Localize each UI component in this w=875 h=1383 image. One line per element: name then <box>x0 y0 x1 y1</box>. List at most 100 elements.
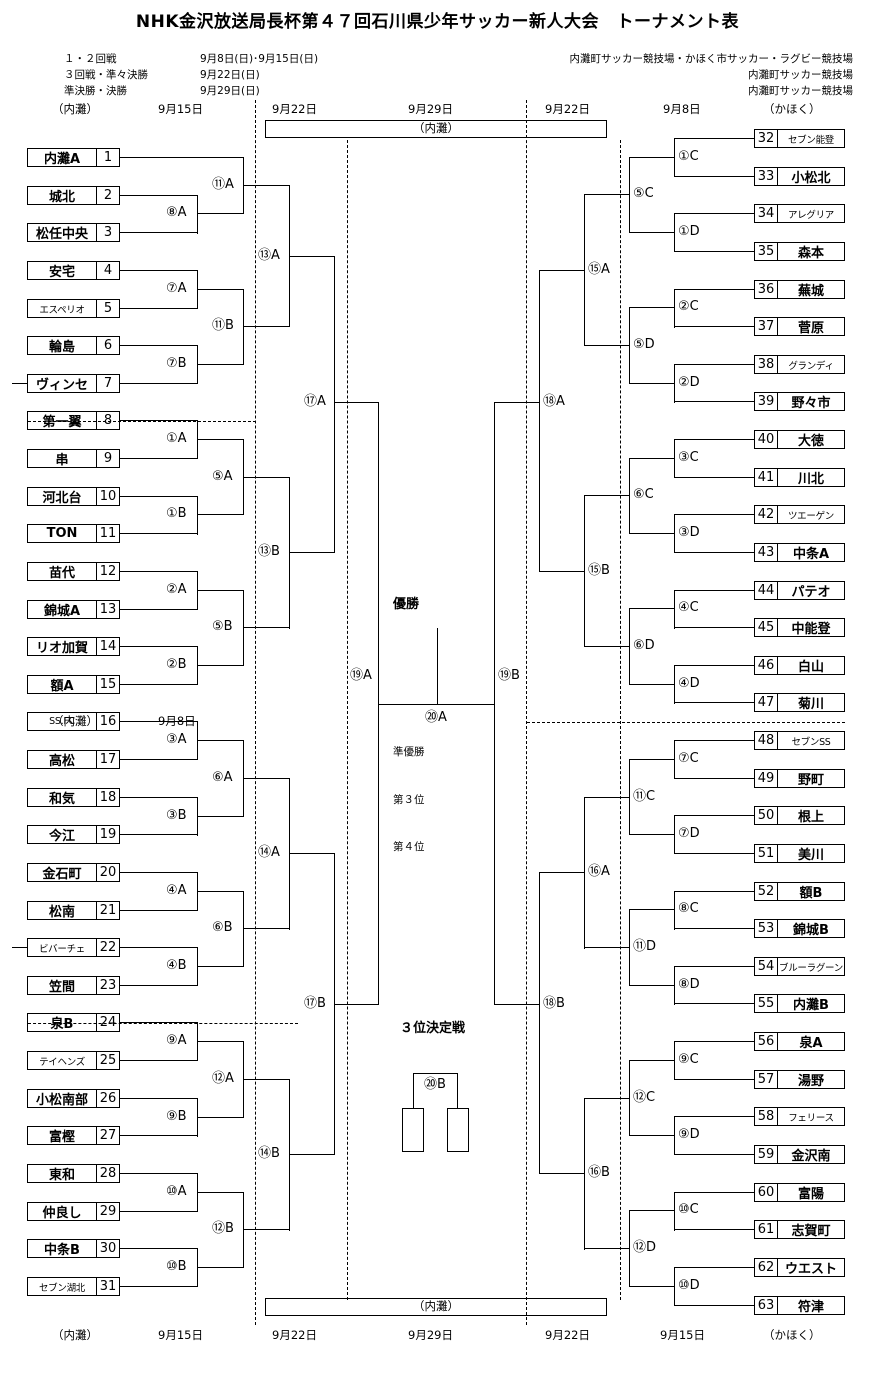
bracket-line <box>197 439 244 440</box>
bracket-line <box>197 590 244 591</box>
team-name: 森本 <box>777 242 845 261</box>
team-name: ブルーラグーン <box>777 957 845 976</box>
team-name: 中条B <box>27 1239 97 1258</box>
match-label: ⑦C <box>678 751 699 766</box>
schedule-venue-2: 内灘町サッカー競技場 <box>748 69 853 81</box>
bracket-line <box>629 985 675 986</box>
bracket-line <box>120 308 198 309</box>
header-bottom-date-3: 9月29日 <box>408 1328 453 1342</box>
team-name: 河北台 <box>27 487 97 506</box>
team-number: 63 <box>754 1296 778 1315</box>
bracket-line <box>629 759 675 760</box>
team-name: 松南 <box>27 901 97 920</box>
team-number: 53 <box>754 919 778 938</box>
team-number: 10 <box>96 487 120 506</box>
bracket-line <box>120 797 198 798</box>
match-label: ⑰B <box>304 996 326 1011</box>
bracket-line <box>197 966 244 967</box>
bracket-line <box>629 909 675 910</box>
team-number: 23 <box>96 976 120 995</box>
header-mid-venue: （内灘） <box>52 714 98 728</box>
team-number: 14 <box>96 637 120 656</box>
bracket-line <box>243 289 244 365</box>
bracket-line <box>629 1060 675 1061</box>
team-name: 泉A <box>777 1032 845 1051</box>
team-name: グランディ <box>777 355 845 374</box>
team-name: 内灘B <box>777 994 845 1013</box>
bracket-line <box>674 552 755 553</box>
team-number: 54 <box>754 957 778 976</box>
bracket-line <box>674 1154 755 1155</box>
final-connector <box>437 628 438 704</box>
team-number: 13 <box>96 600 120 619</box>
bracket-line <box>584 797 630 798</box>
team-number: 21 <box>96 901 120 920</box>
header-bottom-date-2: 9月22日 <box>272 1328 317 1342</box>
team-name: ビバーチェ <box>27 938 97 957</box>
match-label: ④A <box>166 883 187 898</box>
team-name: 錦城A <box>27 600 97 619</box>
bracket-line <box>629 533 675 534</box>
third-bracket-line <box>413 1073 457 1074</box>
team-number: 1 <box>96 148 120 167</box>
match-label: ⑫D <box>633 1240 657 1255</box>
match-label: ⑧A <box>166 205 187 220</box>
bracket-line <box>539 1173 585 1174</box>
team-number: 37 <box>754 317 778 336</box>
team-number: 27 <box>96 1126 120 1145</box>
match-label: ⑤B <box>212 619 233 634</box>
third-match-label: ⑳B <box>424 1077 446 1092</box>
match-label: ⑩B <box>166 1259 187 1274</box>
bracket-line <box>12 383 28 384</box>
team-number: 52 <box>754 882 778 901</box>
match-label: ⑭A <box>258 845 280 860</box>
header-bottom-venue-right: （かほく） <box>763 1328 821 1342</box>
team-number: 32 <box>754 129 778 148</box>
match-label: ①B <box>166 506 187 521</box>
bracket-line <box>674 1267 755 1268</box>
header-top-date-3: 9月29日 <box>408 102 453 116</box>
match-label: ⑯B <box>588 1165 610 1180</box>
team-number: 19 <box>96 825 120 844</box>
match-label: ④C <box>678 600 699 615</box>
team-number: 61 <box>754 1220 778 1239</box>
bracket-line <box>584 345 630 346</box>
third-label: 第３位 <box>393 794 425 806</box>
match-label: ⑨C <box>678 1052 699 1067</box>
bracket-line <box>494 402 540 403</box>
final-bracket-line <box>378 704 494 705</box>
bracket-line <box>197 740 244 741</box>
bracket-line <box>674 439 755 440</box>
bracket-line <box>674 1192 755 1193</box>
bracket-line <box>674 514 755 515</box>
team-number: 12 <box>96 562 120 581</box>
team-name: 白山 <box>777 656 845 675</box>
winner-label: 優勝 <box>393 597 420 612</box>
bracket-line <box>289 1079 290 1231</box>
bracket-line <box>674 891 675 930</box>
team-name: 額A <box>27 675 97 694</box>
team-name: 今江 <box>27 825 97 844</box>
team-name: リオ加賀 <box>27 637 97 656</box>
team-name: 金沢南 <box>777 1145 845 1164</box>
team-number: 26 <box>96 1089 120 1108</box>
bracket-line <box>629 1286 675 1287</box>
team-number: 2 <box>96 186 120 205</box>
bracket-line <box>120 834 198 835</box>
match-label: ⑲A <box>350 668 372 683</box>
bracket-line <box>120 985 198 986</box>
bracket-line <box>629 307 675 308</box>
bracket-line <box>674 176 755 177</box>
bracket-line <box>674 702 755 703</box>
page-title: NHK金沢放送局長杯第４７回石川県少年サッカー新人大会 トーナメント表 <box>135 12 740 32</box>
team-number: 35 <box>754 242 778 261</box>
match-label: ⑯A <box>588 864 610 879</box>
match-label: ⑩D <box>678 1278 700 1293</box>
match-label: ⑥C <box>633 487 654 502</box>
team-name: 輪島 <box>27 336 97 355</box>
match-label: ⑦A <box>166 281 187 296</box>
match-label: ⑪B <box>212 318 234 333</box>
bracket-line <box>120 684 198 685</box>
bracket-line <box>674 1079 755 1080</box>
